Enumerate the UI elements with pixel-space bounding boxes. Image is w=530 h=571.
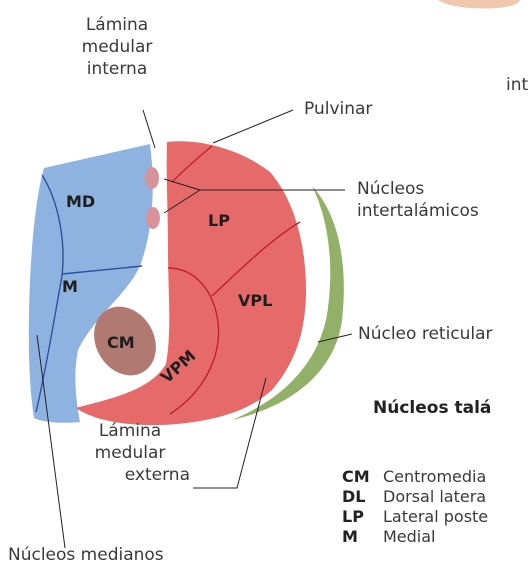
cm-nucleus	[94, 306, 156, 376]
legend-row-dl: DL Dorsal latera	[342, 487, 486, 507]
region-label-vpl: VPL	[238, 291, 272, 310]
lp-vpl-divider	[211, 221, 301, 297]
legend-row-cm: CM Centromedia	[342, 467, 486, 487]
legend-row-lp: LP Lateral poste	[342, 507, 488, 527]
leader-pulvinar	[212, 109, 294, 144]
legend-abbr: CM	[342, 467, 370, 486]
leader-intertalamic-a	[163, 178, 201, 191]
region-label-lp: LP	[208, 211, 230, 230]
lateral-region	[76, 141, 306, 426]
midline-divider	[35, 275, 63, 413]
legend-desc: Dorsal latera	[383, 487, 487, 506]
label-intertalamicos-line2: intertalámicos	[357, 201, 479, 221]
leader-lamina-externa	[193, 377, 267, 489]
region-label-cm: CM	[107, 333, 135, 352]
label-lamina-interna: Lámina medular interna	[62, 14, 172, 80]
label-lamina-externa-line3: externa	[124, 465, 190, 485]
md-divider	[41, 174, 64, 277]
legend-abbr: DL	[342, 487, 366, 506]
legend-abbr: M	[342, 527, 358, 546]
region-label-md: MD	[66, 192, 95, 211]
reticular-nucleus	[232, 186, 344, 420]
vpm-outline	[167, 267, 220, 415]
region-label-m: M	[62, 277, 78, 296]
pulvinar-line	[171, 145, 213, 183]
leader-reticular	[317, 333, 353, 343]
label-lamina-interna-line2: medular	[81, 37, 153, 57]
legend-row-m: M Medial	[342, 527, 436, 547]
leader-lamina-interna	[142, 109, 156, 149]
leader-medianos	[36, 334, 66, 549]
label-lamina-interna-line3: interna	[86, 59, 148, 79]
legend-title: Núcleos talá	[373, 398, 492, 418]
legend-desc: Centromedia	[383, 467, 487, 486]
leader-intertalamic-b	[163, 189, 201, 214]
label-intertalamicos: Núcleos intertalámicos	[357, 178, 479, 222]
label-cut-top-right: int	[506, 75, 529, 95]
m-divider	[61, 265, 143, 275]
label-lamina-externa: Lámina medular externa	[70, 420, 190, 486]
label-intertalamicos-line1: Núcleos	[357, 179, 425, 199]
intertalamic-nucleus-upper	[145, 167, 159, 189]
legend-desc: Medial	[383, 527, 436, 546]
legend-abbr: LP	[342, 507, 364, 526]
decorative-blob	[438, 0, 520, 9]
legend-desc: Lateral poste	[383, 507, 489, 526]
label-lamina-externa-line2: medular	[94, 443, 166, 463]
medial-region	[28, 144, 153, 423]
label-pulvinar: Pulvinar	[304, 99, 373, 119]
label-reticular: Núcleo reticular	[358, 324, 493, 344]
label-lamina-interna-line1: Lámina	[85, 15, 149, 35]
label-lamina-externa-line1: Lámina	[98, 421, 162, 441]
label-medianos: Núcleos medianos	[8, 545, 164, 565]
intertalamic-nucleus-lower	[146, 207, 160, 229]
